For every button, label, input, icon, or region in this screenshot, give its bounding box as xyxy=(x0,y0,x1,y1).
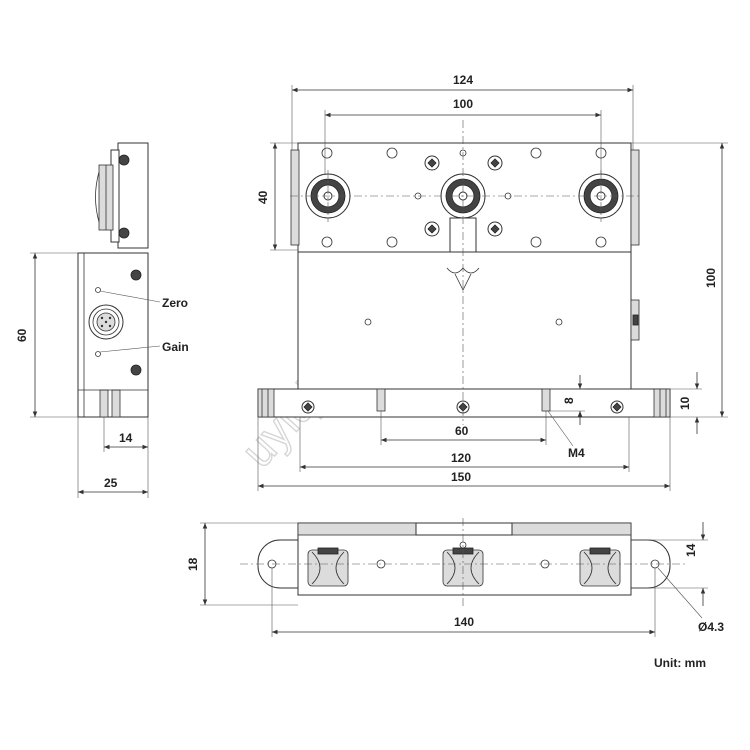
hole-dia-label: Ø4.3 xyxy=(698,620,724,634)
units-note: Unit: mm xyxy=(654,656,706,670)
thread-depth-dim: 8 xyxy=(562,397,576,404)
side-view: Zero Gain 60 14 25 xyxy=(15,142,189,498)
base-width-dim: 150 xyxy=(451,470,471,484)
hole-spacing-bottom-dim: 140 xyxy=(454,615,474,629)
flange-width-dim: 14 xyxy=(684,543,698,557)
side-depth-dim: 25 xyxy=(104,476,118,490)
top-height-dim: 40 xyxy=(256,190,270,204)
side-offset-dim: 14 xyxy=(119,431,133,445)
base-height-dim: 10 xyxy=(678,396,692,410)
bottom-view: 18 14 140 Ø4.3 xyxy=(186,518,724,637)
base-spacing-dim: 120 xyxy=(451,451,471,465)
front-view: 124 100 40 100 10 8 M4 60 xyxy=(256,73,728,491)
gain-label: Gain xyxy=(162,340,189,354)
hole-spacing-dim: 100 xyxy=(453,97,473,111)
total-height-dim: 100 xyxy=(704,268,718,288)
bottom-width-dim: 18 xyxy=(186,557,200,571)
side-height-dim: 60 xyxy=(15,328,29,342)
thread-size-label: M4 xyxy=(568,446,585,460)
zero-label: Zero xyxy=(162,296,188,310)
mount-spacing-dim: 60 xyxy=(455,424,469,438)
top-width-dim: 124 xyxy=(453,73,473,87)
